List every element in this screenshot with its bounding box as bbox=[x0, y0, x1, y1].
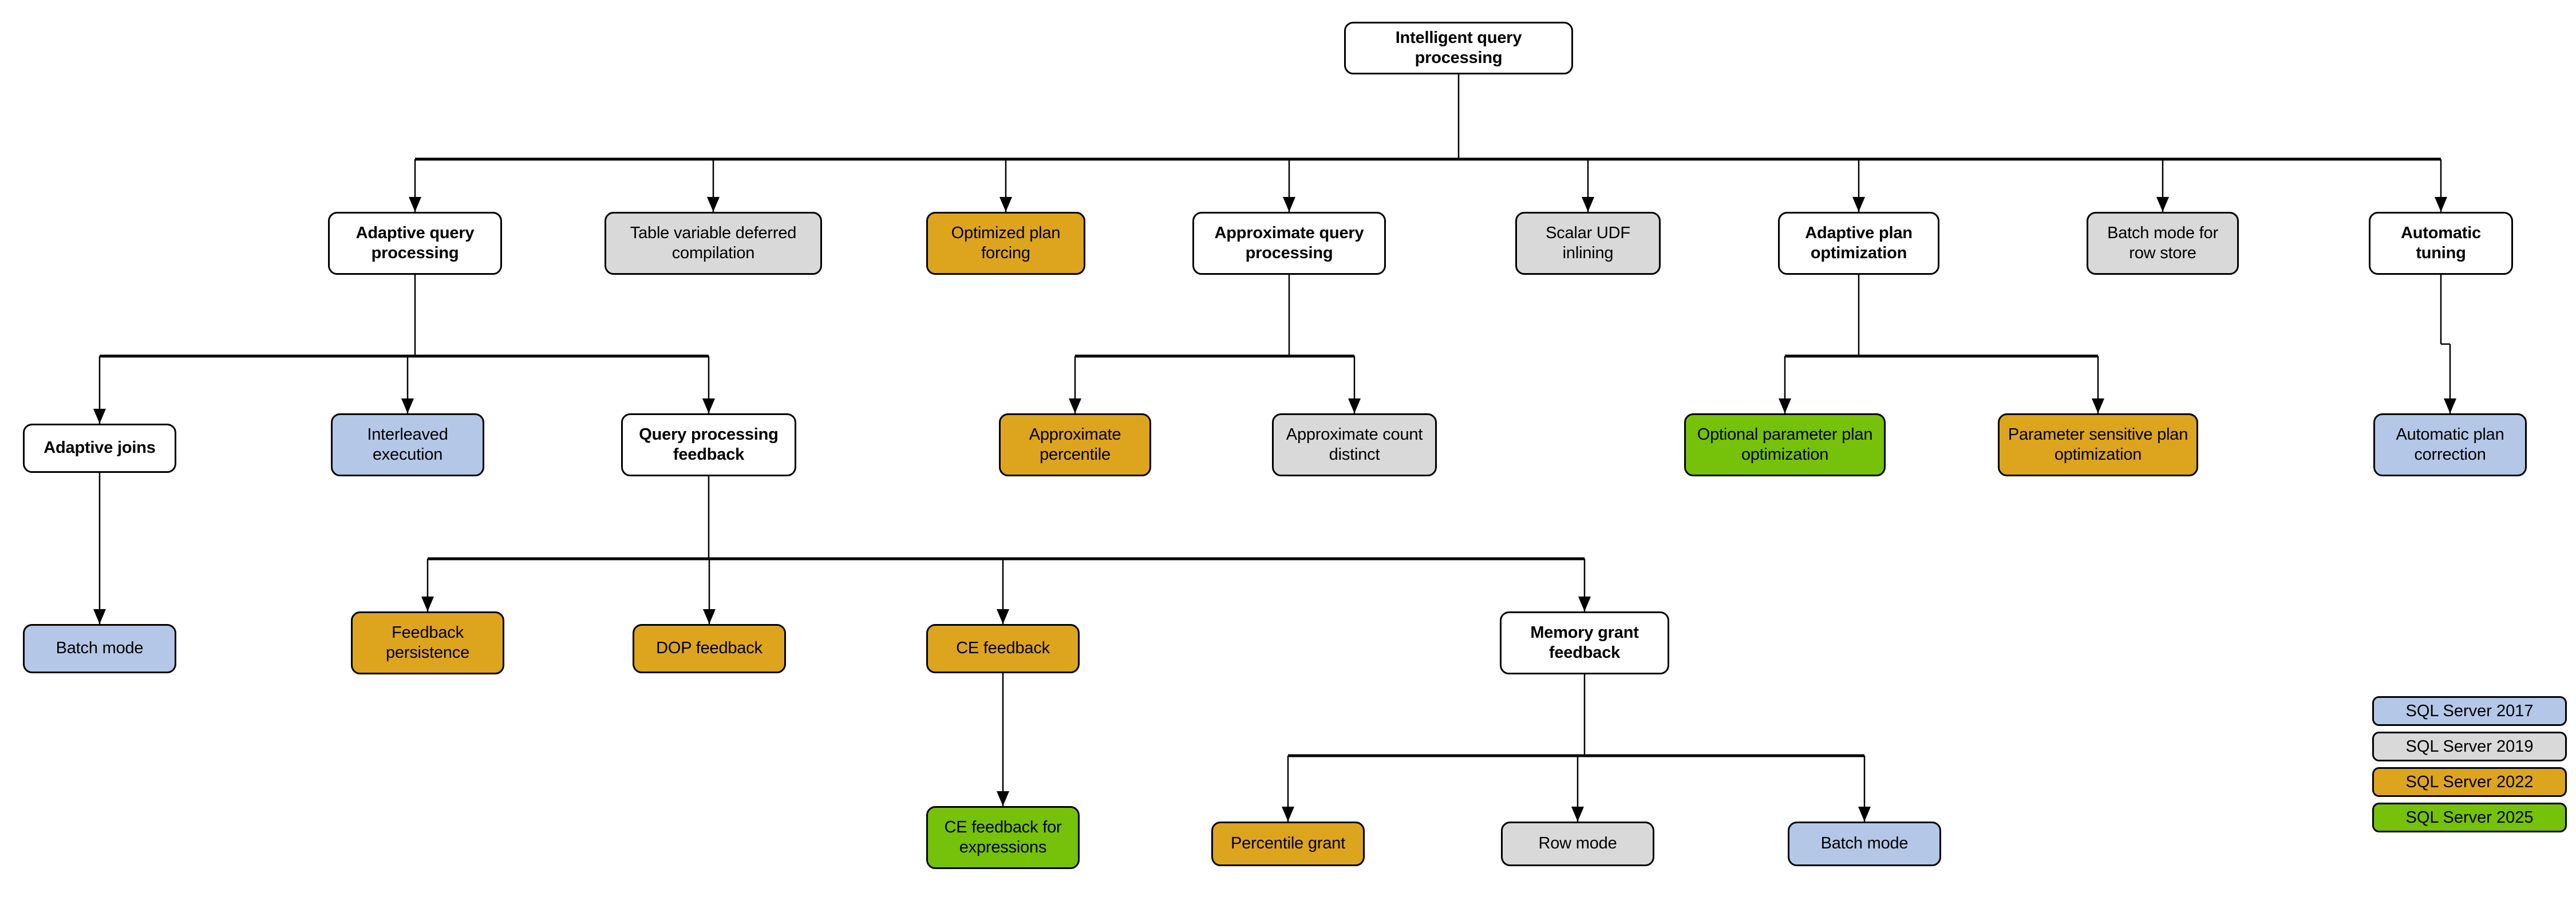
node-label: Table variable deferred compilation bbox=[630, 223, 797, 262]
legend-item-label: SQL Server 2025 bbox=[2405, 808, 2534, 827]
arrowhead bbox=[1348, 398, 1361, 413]
node-label: Feedback persistence bbox=[385, 623, 470, 662]
node-label: Automatic tuning bbox=[2401, 223, 2481, 262]
node-label: Scalar UDF inlining bbox=[1546, 223, 1630, 262]
legend-item-label: SQL Server 2019 bbox=[2405, 737, 2534, 756]
arrowhead bbox=[997, 791, 1009, 806]
node-interleaved-execution[interactable]: Interleaved execution bbox=[331, 413, 484, 476]
node-label: Automatic plan correction bbox=[2396, 425, 2504, 464]
edge-group-approximate-query-processing bbox=[1069, 275, 1361, 413]
node-label: Adaptive plan optimization bbox=[1805, 223, 1913, 262]
node-scalar-udf-inlining[interactable]: Scalar UDF inlining bbox=[1515, 212, 1661, 275]
arrowhead bbox=[1571, 807, 1584, 822]
node-batch-mode-memory-grant[interactable]: Batch mode bbox=[1788, 822, 1941, 866]
arrowhead bbox=[1779, 398, 1791, 413]
legend-item-sql-server-2019[interactable]: SQL Server 2019 bbox=[2372, 732, 2567, 761]
legend-item-label: SQL Server 2022 bbox=[2405, 772, 2534, 791]
arrowhead bbox=[93, 609, 106, 624]
node-batch-mode-for-row-store[interactable]: Batch mode for row store bbox=[2087, 212, 2239, 275]
edge-ce-feedback-to-ce-feedback-for-expressions bbox=[997, 673, 1009, 806]
node-automatic-plan-correction[interactable]: Automatic plan correction bbox=[2373, 413, 2527, 476]
edge-group-query-processing-feedback bbox=[421, 476, 1591, 624]
node-optimized-plan-forcing[interactable]: Optimized plan forcing bbox=[926, 212, 1085, 275]
edge-group-memory-grant-feedback bbox=[1282, 674, 1871, 822]
node-label: Memory grant feedback bbox=[1530, 623, 1639, 662]
edge-automatic-tuning-to-automatic-plan-correction bbox=[2440, 275, 2456, 413]
arrowhead bbox=[2444, 398, 2456, 413]
legend-item-label: SQL Server 2017 bbox=[2405, 701, 2534, 720]
arrowhead bbox=[1858, 807, 1871, 822]
edge-adaptive-joins-to-batch-mode-adaptive-joins bbox=[93, 473, 106, 624]
arrowhead bbox=[1282, 807, 1294, 822]
node-label: Batch mode bbox=[56, 639, 144, 658]
arrowhead bbox=[421, 597, 434, 611]
node-label: Approximate count distinct bbox=[1286, 425, 1423, 464]
arrowhead bbox=[2156, 197, 2169, 212]
node-adaptive-joins[interactable]: Adaptive joins bbox=[23, 424, 176, 473]
edge-group-root bbox=[409, 74, 2447, 212]
arrowhead bbox=[93, 409, 106, 424]
node-row-mode[interactable]: Row mode bbox=[1501, 822, 1654, 866]
legend-item-sql-server-2017[interactable]: SQL Server 2017 bbox=[2372, 696, 2567, 726]
node-ce-feedback[interactable]: CE feedback bbox=[926, 624, 1080, 673]
node-label: CE feedback for expressions bbox=[944, 818, 1062, 856]
arrowhead bbox=[703, 609, 716, 624]
arrowhead bbox=[999, 197, 1012, 212]
arrowhead bbox=[1582, 197, 1594, 212]
node-label: Adaptive joins bbox=[44, 439, 156, 457]
node-label: Parameter sensitive plan optimization bbox=[2008, 425, 2188, 464]
node-label: Optimized plan forcing bbox=[951, 223, 1061, 262]
node-approximate-count-distinct[interactable]: Approximate count distinct bbox=[1272, 413, 1437, 476]
arrowhead bbox=[1852, 197, 1865, 212]
node-percentile-grant[interactable]: Percentile grant bbox=[1211, 822, 1365, 866]
node-label: DOP feedback bbox=[656, 639, 762, 658]
node-label: CE feedback bbox=[956, 639, 1050, 658]
arrowhead bbox=[401, 398, 414, 413]
legend-item-sql-server-2022[interactable]: SQL Server 2022 bbox=[2372, 767, 2567, 797]
node-approximate-percentile[interactable]: Approximate percentile bbox=[999, 413, 1151, 476]
node-root[interactable]: Intelligent query processing bbox=[1344, 22, 1573, 74]
node-parameter-sensitive-plan-optimization[interactable]: Parameter sensitive plan optimization bbox=[1998, 413, 2198, 476]
node-query-processing-feedback[interactable]: Query processing feedback bbox=[621, 413, 796, 476]
arrowhead bbox=[2435, 197, 2447, 212]
node-batch-mode-adaptive-joins[interactable]: Batch mode bbox=[23, 624, 176, 673]
arrowhead bbox=[702, 398, 715, 413]
arrowhead bbox=[2092, 398, 2104, 413]
node-approximate-query-processing[interactable]: Approximate query processing bbox=[1192, 212, 1386, 275]
node-dop-feedback[interactable]: DOP feedback bbox=[633, 624, 786, 673]
node-feedback-persistence[interactable]: Feedback persistence bbox=[351, 611, 504, 674]
legend-item-sql-server-2025[interactable]: SQL Server 2025 bbox=[2372, 803, 2567, 832]
arrowhead bbox=[997, 609, 1009, 624]
node-adaptive-query-processing[interactable]: Adaptive query processing bbox=[328, 212, 502, 275]
node-label: Batch mode bbox=[1820, 834, 1909, 853]
node-label: Approximate query processing bbox=[1214, 223, 1364, 262]
arrowhead bbox=[707, 197, 720, 212]
node-memory-grant-feedback[interactable]: Memory grant feedback bbox=[1500, 611, 1669, 674]
node-label: Approximate percentile bbox=[1029, 425, 1121, 464]
node-table-variable-deferred-compilation[interactable]: Table variable deferred compilation bbox=[605, 212, 822, 275]
node-label: Row mode bbox=[1538, 834, 1617, 853]
arrowhead bbox=[1578, 597, 1591, 611]
node-adaptive-plan-optimization[interactable]: Adaptive plan optimization bbox=[1778, 212, 1939, 275]
node-optional-parameter-plan-optimization[interactable]: Optional parameter plan optimization bbox=[1684, 413, 1886, 476]
node-label: Percentile grant bbox=[1231, 834, 1345, 853]
node-label: Adaptive query processing bbox=[355, 223, 475, 262]
node-ce-feedback-for-expressions[interactable]: CE feedback for expressions bbox=[926, 806, 1080, 869]
node-label: Optional parameter plan optimization bbox=[1697, 425, 1873, 464]
edge-group-adaptive-plan-optimization bbox=[1779, 275, 2104, 413]
node-label: Intelligent query processing bbox=[1395, 28, 1522, 67]
arrowhead bbox=[1069, 398, 1081, 413]
arrowhead bbox=[1283, 197, 1295, 212]
node-label: Batch mode for row store bbox=[2107, 223, 2218, 262]
node-label: Interleaved execution bbox=[367, 425, 448, 464]
node-automatic-tuning[interactable]: Automatic tuning bbox=[2369, 212, 2513, 275]
node-label: Query processing feedback bbox=[639, 425, 779, 464]
arrowhead bbox=[409, 197, 421, 212]
edge-group-adaptive-query-processing bbox=[93, 275, 715, 424]
